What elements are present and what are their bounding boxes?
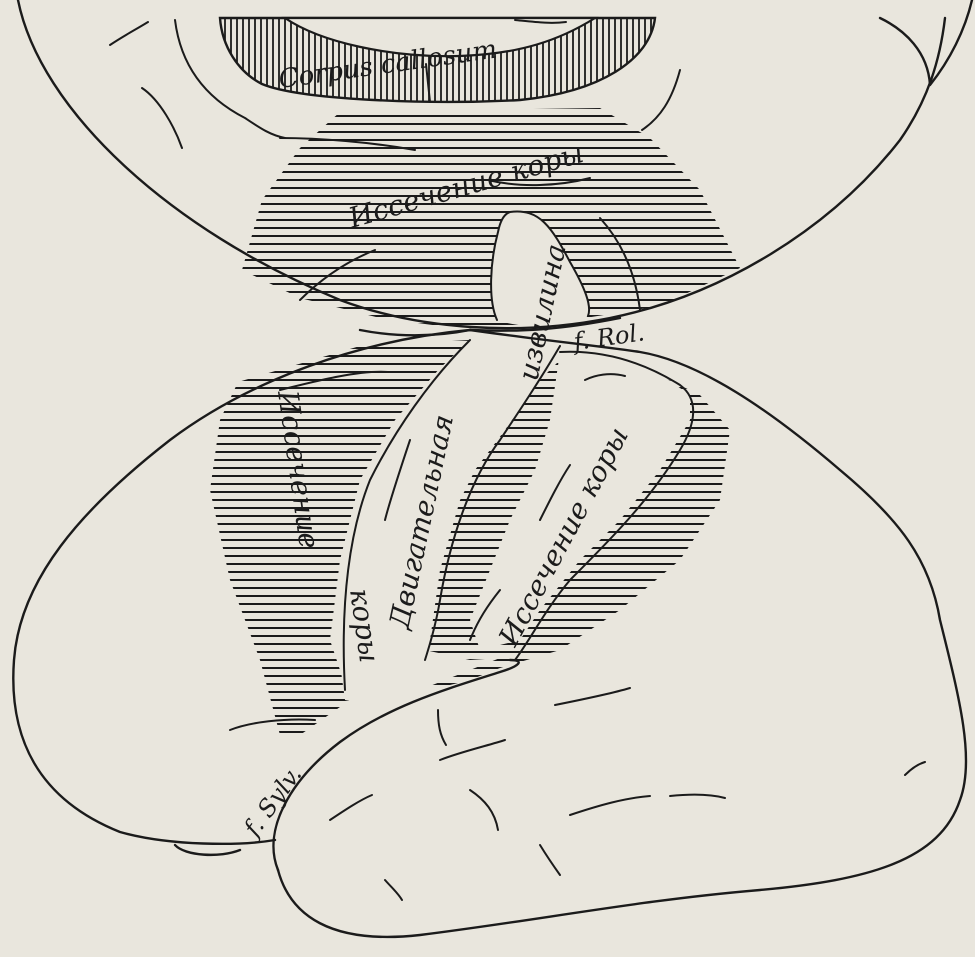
sulcus-bottom-7 <box>438 710 446 745</box>
sulcus-bottom-10 <box>470 790 498 830</box>
label-f-sylv: f. Sylv. <box>237 761 307 843</box>
lower-hemisphere <box>13 318 966 937</box>
sulcus-bottom-9 <box>555 688 630 705</box>
sulcus-bottom-11 <box>570 796 650 815</box>
sulcus-bottom-13 <box>330 795 372 820</box>
sulcus-bottom-16 <box>905 762 925 775</box>
cerebellum-bump <box>175 845 240 855</box>
sulcus-top-1 <box>110 22 148 45</box>
sulcus-bottom-14 <box>540 845 560 875</box>
sulcus-top-3 <box>142 88 182 148</box>
upper-hemisphere-edge-right <box>880 0 972 85</box>
sulcus-bottom-12 <box>670 795 725 798</box>
sulcus-top-7 <box>642 70 680 130</box>
sulcus-bottom-8 <box>440 740 505 760</box>
sulcus-bottom-15 <box>385 880 402 900</box>
